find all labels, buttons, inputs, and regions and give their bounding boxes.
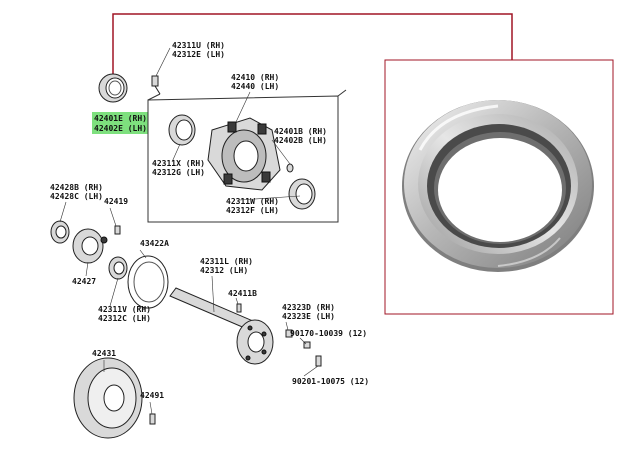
- part-bolt-42311u[interactable]: [151, 75, 161, 95]
- label-42402b: 42402B (LH): [274, 136, 327, 145]
- label-42402e: 42402E (LH): [94, 124, 147, 133]
- label-42312c: 42312C (LH): [98, 314, 151, 323]
- label-42491: 42491: [140, 391, 164, 400]
- part-brake-drum-42431[interactable]: [73, 357, 143, 439]
- label-42401b: 42401B (RH): [274, 127, 327, 136]
- part-bolt-42491[interactable]: [149, 413, 156, 425]
- oil-seal-photo: [402, 100, 594, 272]
- label-90170: 90170-10039 (12): [290, 329, 367, 338]
- label-42311x: 42311X (RH): [152, 159, 205, 168]
- label-42428c: 42428C (LH): [50, 192, 103, 201]
- label-42312f: 42312F (LH): [226, 206, 279, 215]
- part-bearing-42311x[interactable]: [168, 114, 196, 146]
- label-42428b: 42428B (RH): [50, 183, 103, 192]
- label-42323d: 42323D (RH): [282, 303, 335, 312]
- label-42311w: 42311W (RH): [226, 197, 279, 206]
- label-90201: 90201-10075 (12): [292, 377, 369, 386]
- label-42440: 42440 (LH): [231, 82, 279, 91]
- part-nut-90170[interactable]: [303, 341, 311, 349]
- part-seal-42401e[interactable]: [98, 73, 128, 103]
- label-42431: 42431: [92, 349, 116, 358]
- part-pin-42401b[interactable]: [286, 163, 294, 173]
- differential-housing-box: [147, 89, 347, 223]
- callout-line: [112, 13, 513, 74]
- part-bearing-42311v[interactable]: [108, 256, 128, 280]
- label-42401e: 42401E (RH): [94, 114, 147, 123]
- part-bearing-42311w[interactable]: [288, 178, 316, 210]
- label-42419: 42419: [104, 197, 128, 206]
- part-nut-42323d[interactable]: [285, 329, 293, 338]
- part-flange-42428b[interactable]: [50, 220, 70, 244]
- label-42410: 42410 (RH): [231, 73, 279, 82]
- part-bolt-42411b[interactable]: [236, 303, 242, 313]
- label-43422a: 43422A: [140, 239, 169, 248]
- label-42311v: 42311V (RH): [98, 305, 151, 314]
- label-42323e: 42323E (LH): [282, 312, 335, 321]
- label-42312: 42312 (LH): [200, 266, 248, 275]
- part-differential-42410[interactable]: [207, 117, 281, 191]
- label-42312g: 42312G (LH): [152, 168, 205, 177]
- label-42411b: 42411B: [228, 289, 257, 298]
- label-42427: 42427: [72, 277, 96, 286]
- leader-lines: [59, 47, 319, 415]
- highlight-42401e: [92, 112, 148, 134]
- part-gasket-43422a[interactable]: [127, 255, 169, 309]
- label-42311l: 42311L (RH): [200, 257, 253, 266]
- part-axle-shaft-42311l[interactable]: [169, 287, 274, 365]
- label-42312e: 42312E (LH): [172, 50, 225, 59]
- part-bolt-42419[interactable]: [114, 225, 121, 235]
- part-hub-42427[interactable]: [72, 228, 108, 264]
- label-42311u: 42311U (RH): [172, 41, 225, 50]
- part-stud-90201[interactable]: [315, 355, 322, 367]
